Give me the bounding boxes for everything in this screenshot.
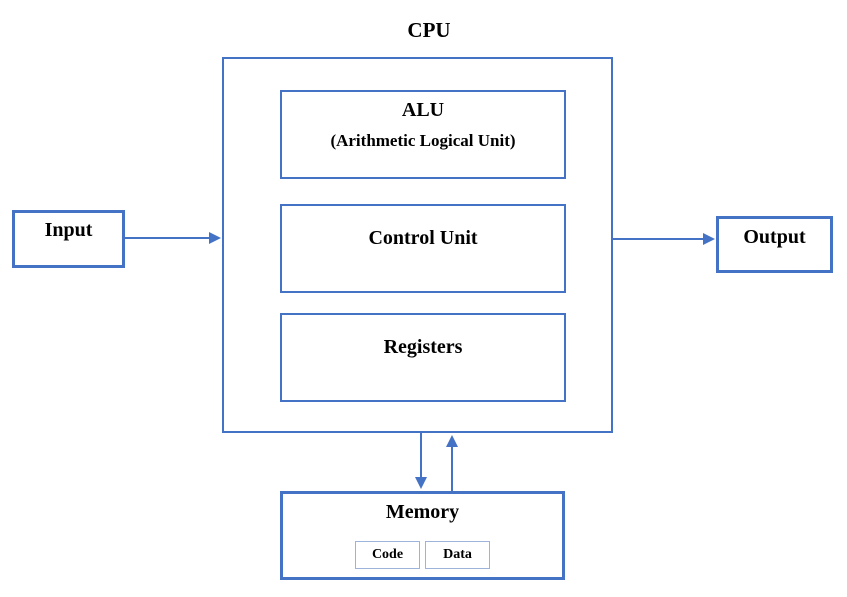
alu-box: ALU (Arithmetic Logical Unit) [280, 90, 566, 179]
memory-code-box: Code [355, 541, 420, 569]
diagram-title: CPU [407, 18, 451, 42]
cpu-box [222, 57, 613, 433]
registers-box: Registers [280, 313, 566, 402]
alu-label: ALU [401, 99, 445, 121]
memory-data-box: Data [425, 541, 490, 569]
alu-sublabel: (Arithmetic Logical Unit) [330, 131, 516, 150]
input-box: Input [12, 210, 125, 268]
output-box: Output [716, 216, 833, 273]
control-unit-box: Control Unit [280, 204, 566, 293]
memory-box: Memory [280, 491, 565, 580]
